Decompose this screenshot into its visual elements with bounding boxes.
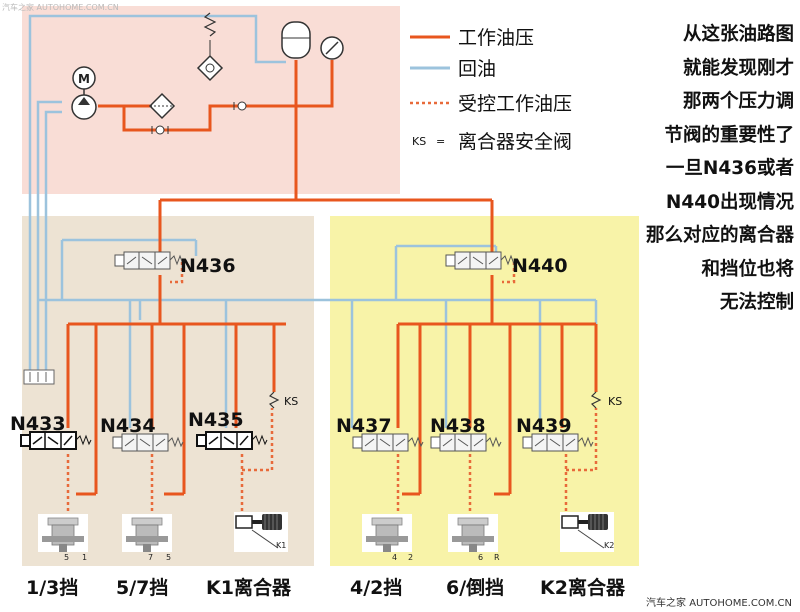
valve-label-n438: N438 bbox=[430, 415, 486, 437]
legend-ks-symbol: KS bbox=[412, 135, 426, 148]
watermark-top: 汽车之家 AUTOHOME.COM.CN bbox=[2, 3, 119, 12]
pressure-regulator-n440: N440 bbox=[445, 251, 568, 277]
return-oil-lines bbox=[28, 14, 598, 428]
clutch-k2: K2 bbox=[559, 511, 615, 553]
side-note-line: 从这张油路图 bbox=[682, 24, 794, 45]
valve-label-n434: N434 bbox=[100, 415, 156, 437]
side-note-line: 和挡位也将 bbox=[701, 258, 794, 280]
clutch-safety-valve-left: KS bbox=[268, 391, 298, 409]
actuator-mark: K1 bbox=[276, 541, 286, 550]
legend-ks-label: 离合器安全阀 bbox=[458, 131, 572, 153]
clutch-safety-valve-right: KS bbox=[590, 391, 622, 409]
side-note-line: N440出现情况 bbox=[665, 191, 794, 213]
side-note-line: 那两个压力调 bbox=[682, 91, 794, 112]
valve-n437: N437 bbox=[336, 415, 424, 452]
bypass-check-valve-icon bbox=[151, 125, 169, 135]
label-gear-6-r: 6/倒挡 bbox=[446, 576, 504, 599]
valve-n438: N438 bbox=[430, 415, 502, 452]
filter-icon bbox=[148, 92, 176, 120]
relief-valve-icon bbox=[196, 12, 224, 82]
shift-actuator-4-2: 4 2 bbox=[361, 513, 413, 562]
work-pressure-lines bbox=[66, 60, 598, 496]
sump-icon bbox=[23, 369, 55, 385]
right-control-zone bbox=[330, 216, 639, 566]
left-control-zone bbox=[22, 216, 314, 566]
legend-work-pressure-label: 工作油压 bbox=[458, 27, 534, 49]
side-note-line: 无法控制 bbox=[719, 292, 794, 313]
shift-actuator-1-3: 5 1 bbox=[37, 513, 89, 562]
watermark-bottom: 汽车之家 AUTOHOME.COM.CN bbox=[646, 598, 792, 609]
label-gear-4-2: 4/2挡 bbox=[350, 577, 402, 599]
valve-n434: N434 bbox=[100, 415, 184, 452]
ks-label-right: KS bbox=[608, 395, 622, 408]
valve-n439: N439 bbox=[516, 415, 594, 452]
regulator-label-n436: N436 bbox=[180, 255, 236, 277]
side-note-line: 就能发现刚才 bbox=[682, 57, 794, 79]
actuator-mark: 6 bbox=[478, 553, 483, 562]
actuator-mark: K2 bbox=[604, 541, 614, 550]
shift-actuator-5-7: 7 5 bbox=[121, 513, 173, 562]
legend-return-oil-label: 回油 bbox=[458, 58, 496, 80]
valve-n433: N433 bbox=[10, 413, 92, 450]
shift-actuator-6-r: 6 R bbox=[447, 513, 500, 562]
actuator-mark: 1 bbox=[82, 553, 87, 562]
side-note-line: 节阀的重要性了 bbox=[664, 124, 794, 146]
label-clutch-k1: K1离合器 bbox=[206, 576, 292, 599]
legend-controlled-pressure-label: 受控工作油压 bbox=[458, 93, 572, 115]
pressure-gauge-icon bbox=[320, 36, 344, 60]
regulator-label-n440: N440 bbox=[512, 255, 568, 277]
motor-pump-icon: M bbox=[71, 66, 97, 120]
accumulator-icon bbox=[281, 21, 311, 59]
pressure-regulator-n436: N436 bbox=[114, 251, 236, 277]
valve-n435: N435 bbox=[188, 409, 268, 450]
valve-label-n437: N437 bbox=[336, 415, 392, 437]
actuator-mark: 2 bbox=[408, 553, 413, 562]
actuator-mark: 5 bbox=[166, 553, 171, 562]
check-valve-icon bbox=[233, 101, 247, 111]
side-note-line: 一旦N436或者 bbox=[665, 158, 794, 179]
side-note-line: 那么对应的离合器 bbox=[645, 225, 794, 246]
label-clutch-k2: K2离合器 bbox=[540, 576, 626, 599]
legend-ks-equals: = bbox=[436, 135, 445, 148]
actuator-mark: R bbox=[494, 553, 500, 562]
label-gear-1-3: 1/3挡 bbox=[26, 577, 78, 599]
side-note: 从这张油路图 就能发现刚才 那两个压力调 节阀的重要性了 一旦N436或者 N4… bbox=[612, 18, 794, 320]
legend: 工作油压 回油 受控工作油压 KS = 离合器安全阀 bbox=[410, 27, 572, 153]
actuator-mark: 7 bbox=[148, 553, 153, 562]
valve-label-n433: N433 bbox=[10, 413, 66, 435]
controlled-pressure-lines bbox=[66, 262, 598, 516]
motor-label: M bbox=[78, 72, 90, 86]
valve-label-n435: N435 bbox=[188, 409, 244, 431]
actuator-mark: 4 bbox=[392, 553, 397, 562]
clutch-k1: K1 bbox=[233, 511, 289, 553]
valve-label-n439: N439 bbox=[516, 415, 572, 437]
ks-label-left: KS bbox=[284, 395, 298, 408]
actuator-mark: 5 bbox=[64, 553, 69, 562]
label-gear-5-7: 5/7挡 bbox=[116, 577, 168, 599]
